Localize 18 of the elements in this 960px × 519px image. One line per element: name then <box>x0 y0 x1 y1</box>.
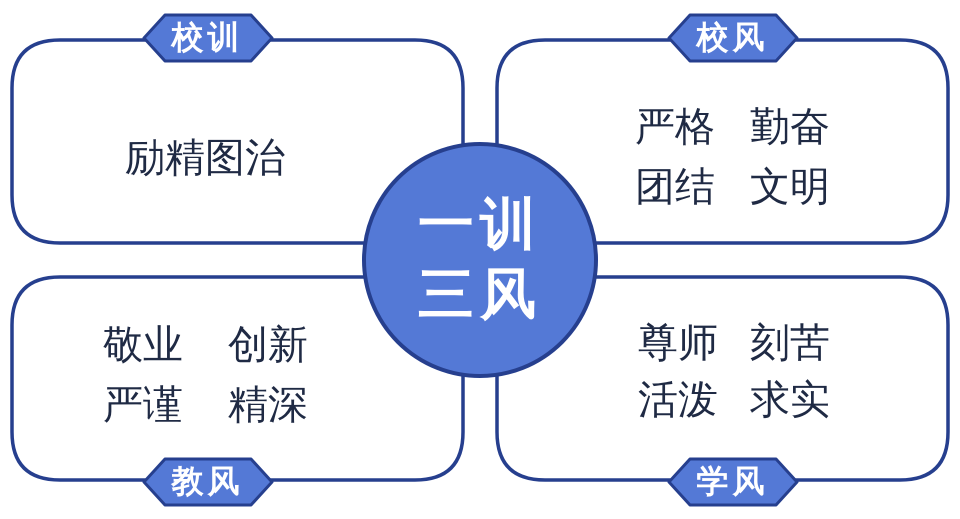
motto-text: 尊师 <box>638 323 718 363</box>
motto-text: 严格 <box>635 107 715 147</box>
motto-text: 创新 <box>228 325 308 365</box>
motto-text: 严谨 <box>103 385 183 425</box>
motto-text: 活泼 <box>638 380 718 420</box>
motto-text: 文明 <box>750 167 830 207</box>
motto-text: 刻苦 <box>750 323 830 363</box>
center-circle: 一训三风 <box>362 142 598 378</box>
tab-label: 学风 <box>666 456 800 508</box>
motto-text: 团结 <box>635 167 715 207</box>
motto-text: 励精图治 <box>125 138 285 178</box>
tab-label: 教风 <box>140 456 274 508</box>
tab-label: 校风 <box>666 12 800 64</box>
motto-text: 敬业 <box>103 325 183 365</box>
motto-text: 勤奋 <box>750 107 830 147</box>
motto-text: 求实 <box>750 380 830 420</box>
motto-text: 精深 <box>228 385 308 425</box>
tab-label: 校训 <box>140 12 274 64</box>
